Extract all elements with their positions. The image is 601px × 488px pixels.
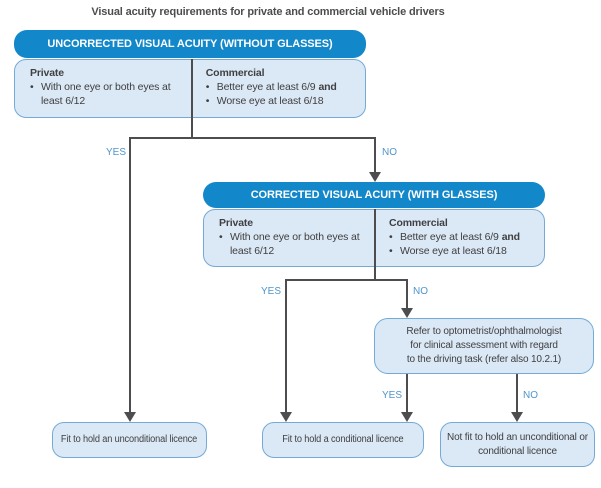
connector-no1 xyxy=(374,137,376,173)
connector-yes3 xyxy=(406,374,408,413)
outcome-unconditional: Fit to hold an unconditional licence xyxy=(52,422,207,458)
connector-corrected-stem xyxy=(374,209,376,281)
arrow-down-icon xyxy=(401,308,413,318)
arrow-down-icon xyxy=(401,412,413,422)
refer-box: Refer to optometrist/ophthalmologist for… xyxy=(374,318,594,374)
page-title: Visual acuity requirements for private a… xyxy=(91,6,445,18)
connector-no2 xyxy=(406,279,408,310)
list-item: • With one eye or both eyes at least 6/1… xyxy=(30,81,171,107)
private-heading: Private xyxy=(219,217,253,229)
outcome-conditional: Fit to hold a conditional licence xyxy=(262,422,424,458)
connector-split2 xyxy=(285,279,408,281)
commercial-heading: Commercial xyxy=(389,217,448,229)
branch-label-yes: YES xyxy=(105,147,126,158)
connector-yes1 xyxy=(129,137,131,413)
branch-label-no: NO xyxy=(413,286,428,297)
refer-line: to the driving task (refer also 10.2.1) xyxy=(406,354,562,366)
private-heading: Private xyxy=(30,67,64,79)
refer-line: for clinical assessment with regard xyxy=(410,339,558,351)
arrow-down-icon xyxy=(369,172,381,182)
corrected-header: CORRECTED VISUAL ACUITY (WITH GLASSES) xyxy=(203,182,545,208)
uncorrected-private-column: Private • With one eye or both eyes at l… xyxy=(15,60,192,117)
arrow-down-icon xyxy=(124,412,136,422)
branch-label-yes: YES xyxy=(260,286,281,297)
arrow-down-icon xyxy=(511,412,523,422)
list-item: • Worse eye at least 6/18 xyxy=(205,94,324,107)
list-item: • Worse eye at least 6/18 xyxy=(389,244,507,257)
refer-line: Refer to optometrist/ophthalmologist xyxy=(406,325,562,337)
arrow-down-icon xyxy=(280,412,292,422)
outcome-not-fit: Not fit to hold an unconditional or cond… xyxy=(440,422,595,467)
bullet-icon: • xyxy=(389,231,393,243)
bullet-icon: • xyxy=(389,244,393,257)
bullet-icon: • xyxy=(219,231,223,243)
bullet-icon: • xyxy=(205,81,210,93)
branch-label-no: NO xyxy=(382,147,397,158)
bullet-icon: • xyxy=(30,81,34,93)
connector-no3 xyxy=(516,374,518,413)
connector-split1 xyxy=(129,137,376,139)
bullet-icon: • xyxy=(205,94,210,107)
branch-label-no: NO xyxy=(523,390,538,401)
corrected-private-column: Private • With one eye or both eyes at l… xyxy=(204,210,375,266)
branch-label-yes: YES xyxy=(381,390,402,401)
uncorrected-header: UNCORRECTED VISUAL ACUITY (WITHOUT GLASS… xyxy=(14,30,366,58)
list-item: • With one eye or both eyes at least 6/1… xyxy=(219,231,360,257)
commercial-heading: Commercial xyxy=(205,67,265,79)
connector-uncorrected-stem xyxy=(191,59,193,139)
uncorrected-body: Private • With one eye or both eyes at l… xyxy=(14,59,366,118)
connector-yes2 xyxy=(285,279,287,413)
